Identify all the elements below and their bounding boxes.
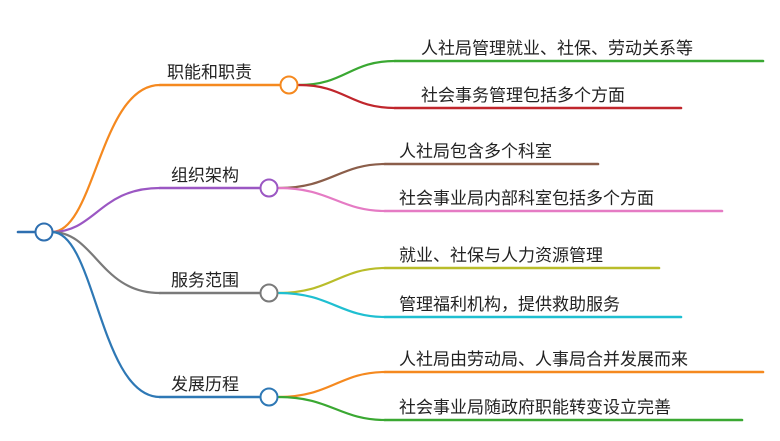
leaf-1-2-label: 社会事务管理包括多个方面 [421, 86, 625, 106]
leaf-1-1-label: 人社局管理就业、社保、劳动关系等 [421, 39, 693, 59]
leaf-4-1-label: 人社局由劳动局、人事局合并发展而来 [399, 350, 688, 370]
edge-branch-4-to-leaf-2 [277, 395, 387, 422]
edge-branch-4-to-leaf-1 [277, 370, 387, 399]
branch-2-node[interactable] [259, 178, 279, 198]
branch-1-label: 职能和职责 [167, 63, 252, 83]
branch-4-label: 发展历程 [171, 375, 239, 395]
edge-root-to-branch-3 [50, 230, 162, 295]
edge-branch-3-to-leaf-2 [277, 291, 387, 319]
edge-branch-1-to-leaf-2 [297, 83, 397, 110]
leaf-4-2-label: 社会事业局随政府职能转变设立完善 [399, 398, 671, 418]
branch-3-label: 服务范围 [171, 271, 239, 291]
edge-root-to-branch-1 [50, 83, 162, 234]
branch-3-node[interactable] [259, 283, 279, 303]
edge-root-to-branch-4 [50, 230, 162, 399]
edge-branch-1-to-leaf-1 [297, 59, 397, 87]
leaf-3-1-label: 就业、社保与人力资源管理 [399, 246, 603, 266]
edge-branch-3-to-leaf-1 [277, 266, 387, 295]
branch-2-label: 组织架构 [171, 166, 239, 186]
leaf-2-2-label: 社会事业局内部科室包括多个方面 [399, 189, 654, 209]
edge-branch-2-to-leaf-1 [277, 162, 387, 190]
edge-root-to-branch-2 [50, 186, 162, 234]
edge-branch-2-to-leaf-2 [277, 186, 387, 213]
leaf-3-2-label: 管理福利机构，提供救助服务 [399, 295, 620, 315]
root-node[interactable] [34, 222, 54, 242]
leaf-2-1-label: 人社局包含多个科室 [399, 142, 552, 162]
branch-1-node[interactable] [279, 75, 299, 95]
branch-4-node[interactable] [259, 387, 279, 407]
